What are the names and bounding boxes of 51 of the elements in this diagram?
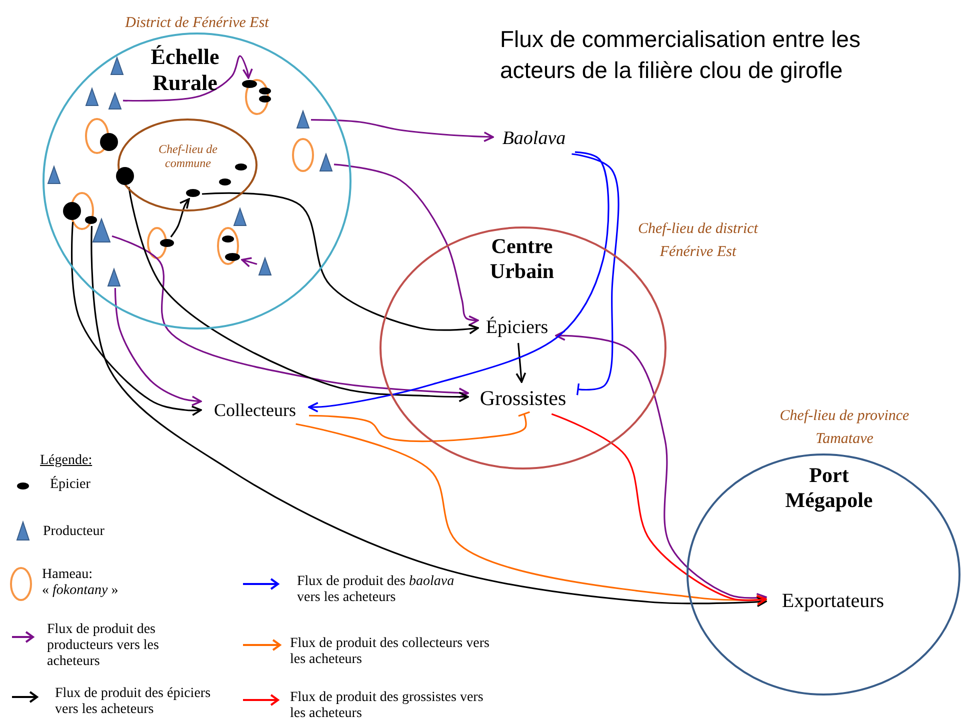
- grocer-icon: [63, 202, 81, 220]
- flow-arrow: [90, 226, 767, 608]
- flow-arrow: [241, 257, 258, 268]
- producer-icon: [93, 219, 110, 242]
- flow-arrow: [112, 235, 469, 398]
- flow-arrow: [334, 164, 479, 326]
- zone-caption: Chef-lieu de province Tamatave: [778, 407, 910, 448]
- zone-title: Port Mégapole: [784, 463, 874, 514]
- legend-text: Producteur: [43, 524, 106, 540]
- zone-name: Chef-lieu de commune: [158, 142, 218, 171]
- actor-label: Collecteurs: [203, 398, 307, 422]
- legend-text: Flux de produit des grossistes vers les acheteurs: [290, 690, 484, 722]
- grocer-icon: [242, 80, 257, 88]
- flow-arrow: [114, 288, 202, 406]
- producer-icon: [109, 93, 121, 109]
- grocer-icon: [116, 167, 134, 185]
- zone-title: Centre Urbain: [488, 234, 556, 284]
- legend-heading: Légende:: [40, 453, 92, 469]
- grocer-icon: [85, 216, 97, 224]
- flow-arrow: [310, 119, 494, 142]
- legend-text: Épicier: [50, 477, 92, 494]
- producer-icon: [297, 111, 309, 128]
- zone-caption: District de Fénérive Est: [124, 14, 270, 33]
- actor-label: Exportateurs: [768, 587, 898, 615]
- flow-arrow: [555, 330, 767, 604]
- legend-text: Flux de produit des producteurs vers les acheteurs: [47, 622, 160, 670]
- producer-icon: [108, 269, 120, 286]
- actor-label: Épiciers: [480, 315, 554, 341]
- flow-arrow: [551, 413, 767, 606]
- producer-icon: [259, 258, 271, 275]
- legend-text: Flux de produit des baolava vers les acheteurs: [297, 574, 456, 606]
- zone-title: Échelle Rurale: [150, 44, 220, 97]
- flow-arrow: [122, 55, 253, 102]
- flow-arrow: [71, 222, 202, 416]
- actor-label: Grossistes: [470, 384, 576, 412]
- flow-arrow: [516, 342, 526, 383]
- flow-arrow: [296, 423, 767, 606]
- flow-arrow: [170, 198, 190, 238]
- actor-label: Baolava: [495, 126, 573, 152]
- grocer-icon: [160, 239, 174, 247]
- flow-arrow: [128, 186, 469, 402]
- legend-text: Flux de produit des collecteurs vers les acheteurs: [290, 636, 490, 668]
- legend-text: Flux de produit des épiciers vers les acheteurs: [55, 686, 212, 718]
- flow-arrow: [308, 151, 610, 412]
- grocer-icon: [186, 189, 200, 197]
- producer-icon: [320, 154, 332, 171]
- flow-arrow: [202, 192, 479, 334]
- legend-text: Hameau: « fokontany »: [42, 567, 120, 600]
- zone-caption: Chef-lieu de district Fénérive Est: [637, 220, 760, 262]
- grocer-icon: [225, 253, 240, 261]
- diagram-title: Flux de commercialisation entre les acteurs de la filière clou de girofle: [500, 25, 862, 86]
